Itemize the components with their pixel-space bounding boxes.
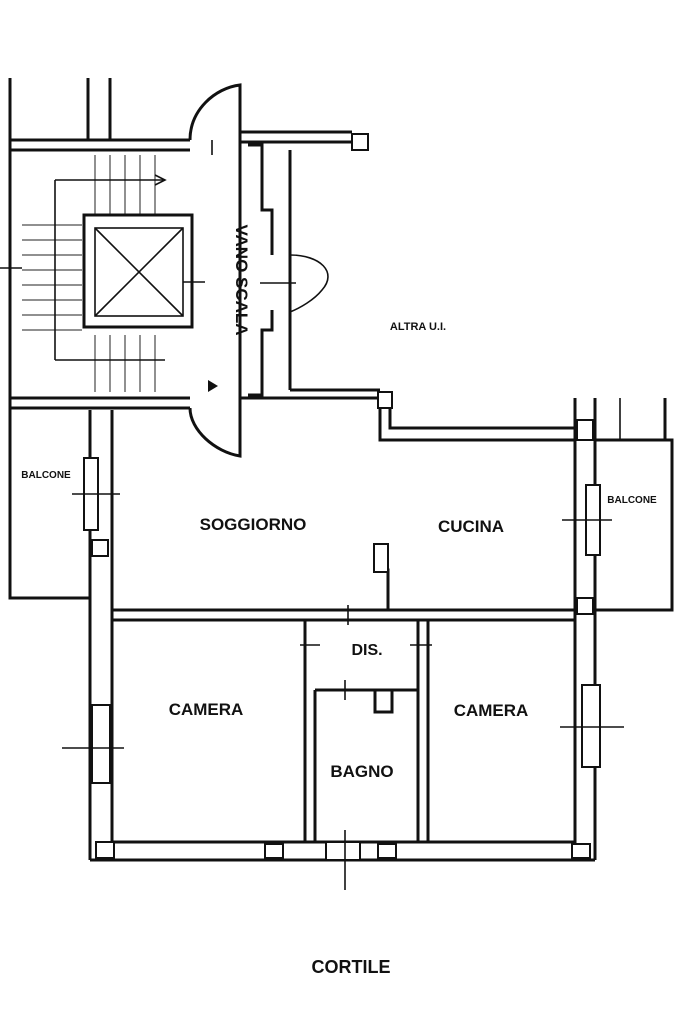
- stair-steps: [0, 155, 167, 392]
- room-label-bagno: BAGNO: [330, 762, 393, 781]
- room-label-balcone-left: BALCONE: [21, 470, 71, 481]
- balcony-left: [8, 400, 120, 600]
- room-label-camera-left: CAMERA: [169, 700, 244, 719]
- room-label-dis: DIS.: [351, 642, 382, 659]
- room-label-camera-right: CAMERA: [454, 701, 529, 720]
- room-label-cucina: CUCINA: [438, 517, 504, 536]
- internal-walls: [112, 543, 575, 842]
- room-label-vano-scala: VANO SCALA: [232, 224, 251, 335]
- room-label-soggiorno: SOGGIORNO: [200, 515, 307, 534]
- elevator-shaft: [82, 213, 205, 329]
- room-label-altra-ui: ALTRA U.I.: [390, 321, 446, 333]
- balcony-right: [562, 398, 674, 612]
- room-label-balcone-right: BALCONE: [607, 495, 657, 506]
- windows: [62, 684, 624, 784]
- apartment-walls: [88, 388, 597, 890]
- staircase-core: [0, 78, 369, 458]
- courtyard-label: CORTILE: [312, 957, 391, 977]
